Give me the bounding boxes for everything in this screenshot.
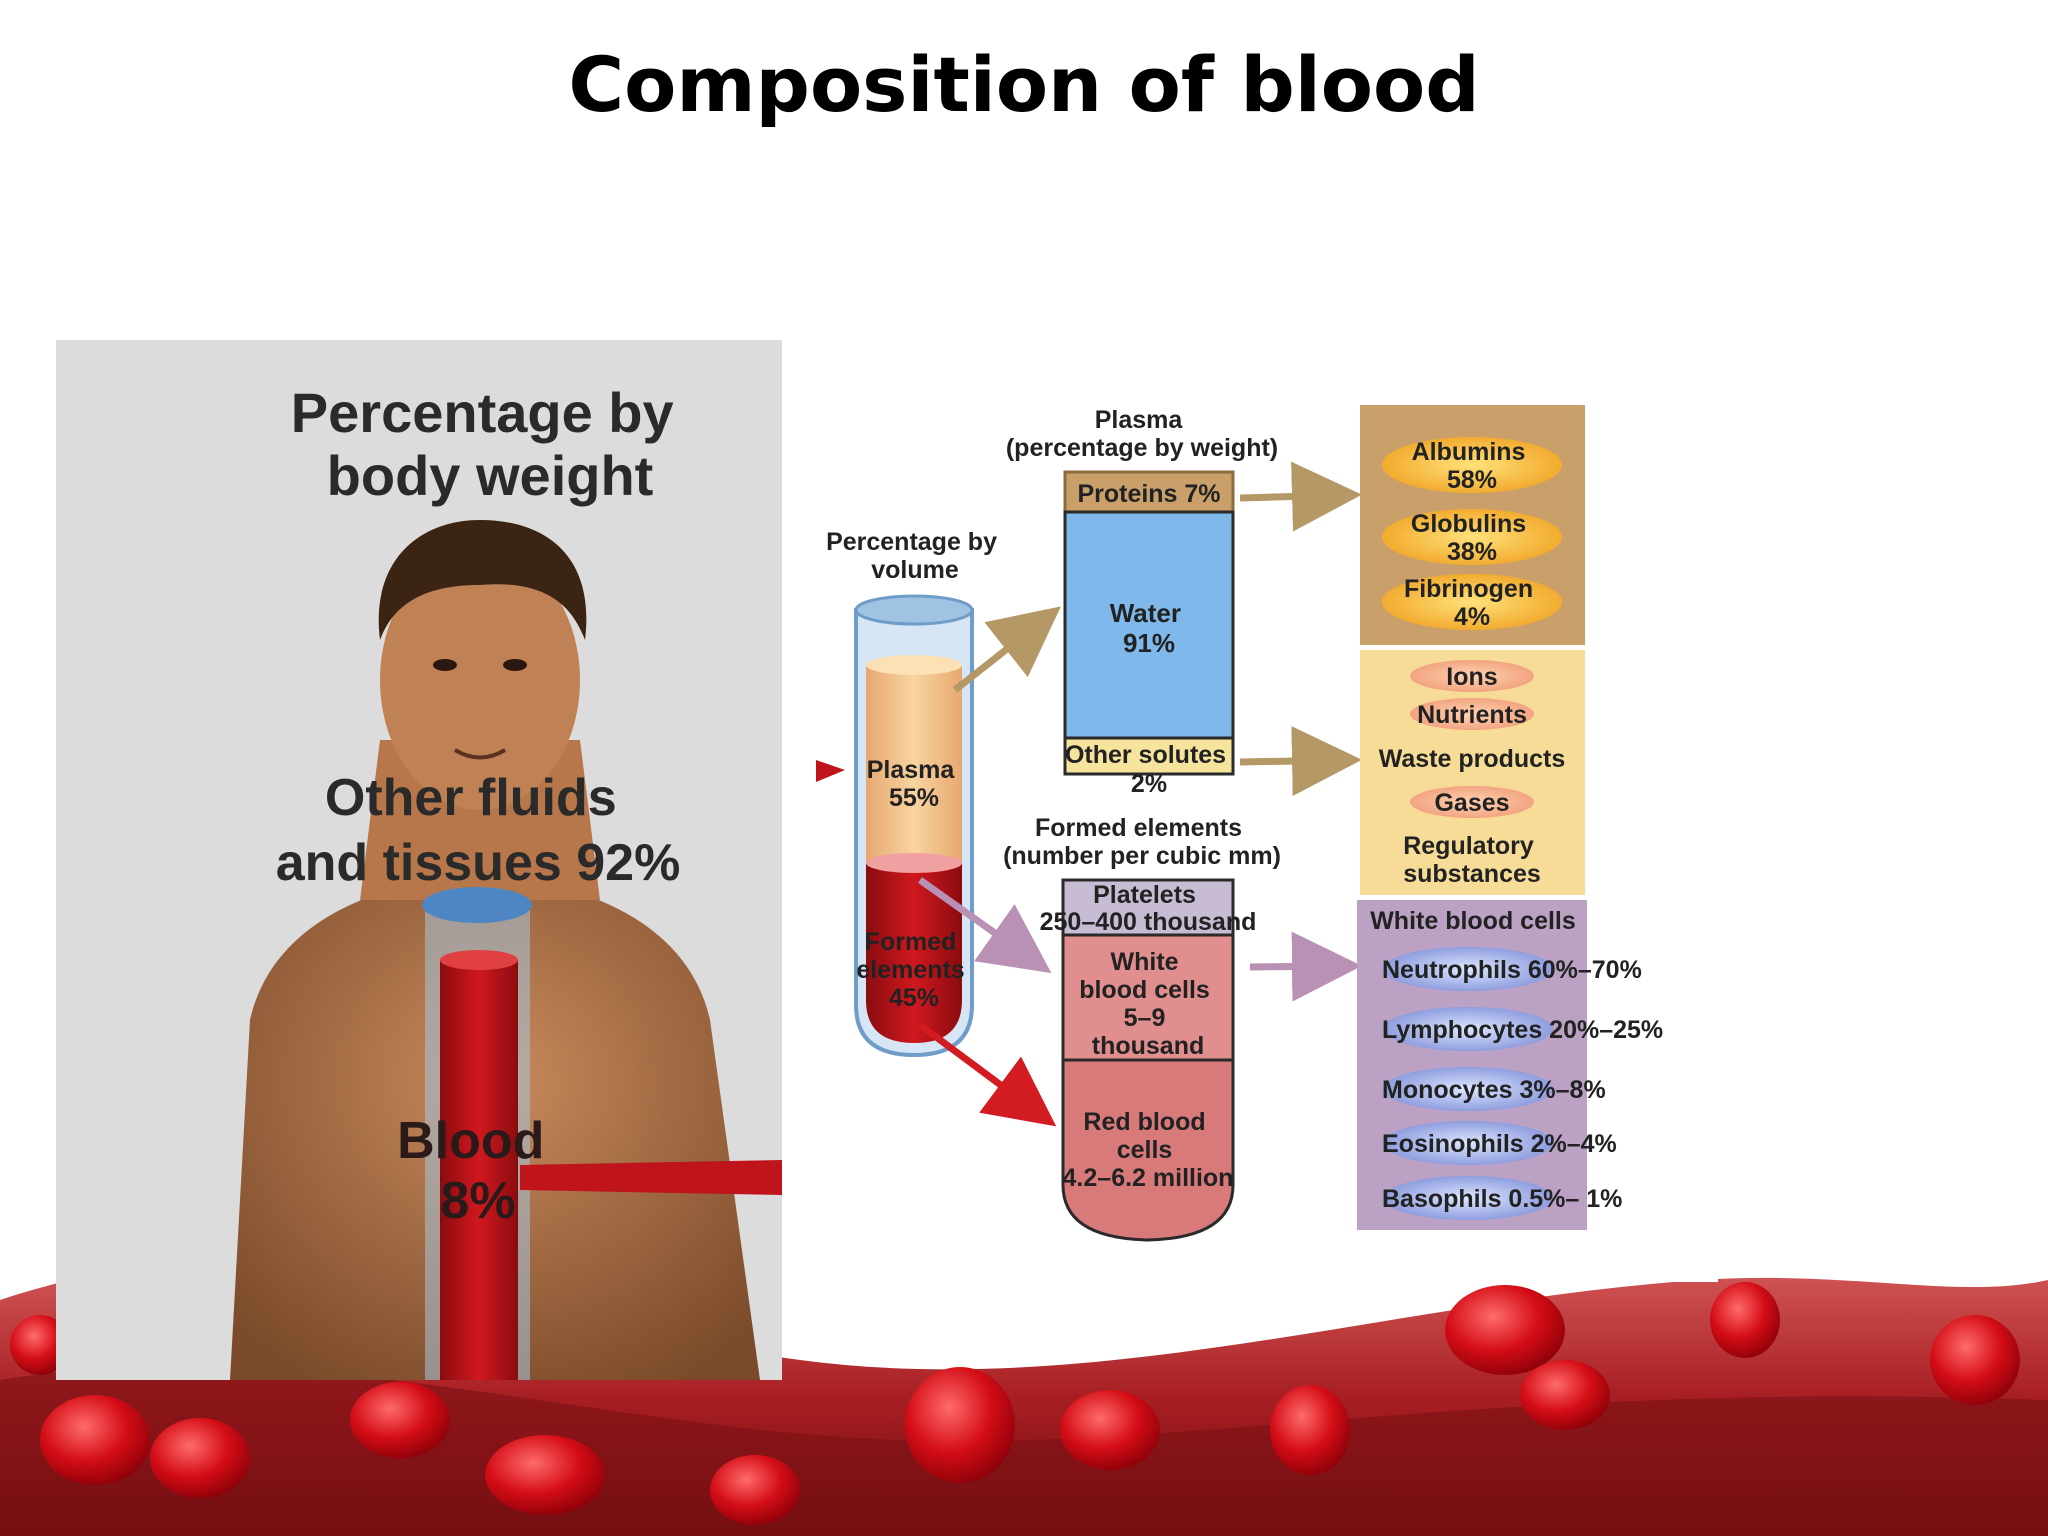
rbc-label: Red blood cells 4.2–6.2 million (1063, 1108, 1234, 1192)
formed-elements-heading: Formed elements (number per cubic mm) (1003, 814, 1281, 870)
eosinophils-label: Eosinophils 2%–4% (1382, 1130, 1617, 1158)
head-figure (380, 550, 580, 810)
albumins-label: Albumins 58% (1412, 438, 1533, 494)
tube-plasma-label: Plasma 55% (867, 756, 962, 812)
wbc-label: White blood cells 5–9 thousand (1079, 948, 1217, 1060)
proteins-segment (1063, 470, 1235, 514)
gases-label: Gases (1434, 789, 1509, 817)
waste-products-label: Waste products (1379, 745, 1566, 773)
arrow-to-solutes (1239, 726, 1362, 797)
neutrophils-label: Neutrophils 60%–70% (1382, 956, 1642, 984)
wbc-box-heading: White blood cells (1370, 907, 1576, 935)
body-weight-panel: Percentage by body weight Other fluids a… (56, 340, 782, 1380)
fibrinogen-label: Fibrinogen 4% (1404, 575, 1540, 631)
blood-percentage-label: Blood 8% (397, 1112, 559, 1230)
ions-label: Ions (1446, 663, 1497, 691)
red-blood-cells-decoration (10, 1282, 2020, 1525)
arrow-to-plasma (952, 606, 1061, 693)
arrow-to-formed-elements (917, 877, 1052, 974)
tube-formed-layer (866, 863, 962, 1043)
rbc-segment (1061, 1058, 1235, 1242)
nutrients-label: Nutrients (1417, 701, 1527, 729)
regulatory-substances-label: Regulatory substances (1403, 832, 1541, 888)
platelets-label: Platelets 250–400 thousand (1040, 881, 1257, 936)
arrow-to-wbc-types (1249, 931, 1362, 1002)
volume-heading: Percentage by volume (826, 528, 1004, 584)
blood-pointer-arrow (520, 1160, 782, 1195)
water-label: Water 91% (1110, 598, 1189, 658)
proteins-label: Proteins 7% (1077, 480, 1220, 508)
plasma-heading: Plasma (percentage by weight) (1006, 406, 1278, 462)
basophils-label: Basophils 0.5%– 1% (1382, 1185, 1622, 1213)
tube-plasma-layer (866, 665, 962, 863)
arrow-to-red-cells (917, 1022, 1057, 1127)
other-solutes-segment (1063, 736, 1235, 776)
arrow-to-proteins (1239, 461, 1362, 532)
other-solutes-label: Other solutes 2% (1065, 741, 1233, 798)
lymphocytes-label: Lymphocytes 20%–25% (1382, 1016, 1663, 1044)
wbc-segment (1061, 933, 1235, 1062)
slide-title: Composition of blood (568, 40, 1480, 129)
monocytes-label: Monocytes 3%–8% (1382, 1076, 1606, 1104)
composition-panel: Percentage by volume Plasma 55% Formed e… (782, 340, 1718, 1282)
other-fluids-label: Other fluids and tissues 92% (276, 769, 681, 892)
body-weight-heading: Percentage by body weight (291, 381, 689, 507)
water-segment (1063, 510, 1235, 740)
platelets-segment (1061, 878, 1235, 937)
tube-formed-label: Formed elements 45% (856, 928, 971, 1012)
globulins-label: Globulins 38% (1411, 510, 1533, 566)
